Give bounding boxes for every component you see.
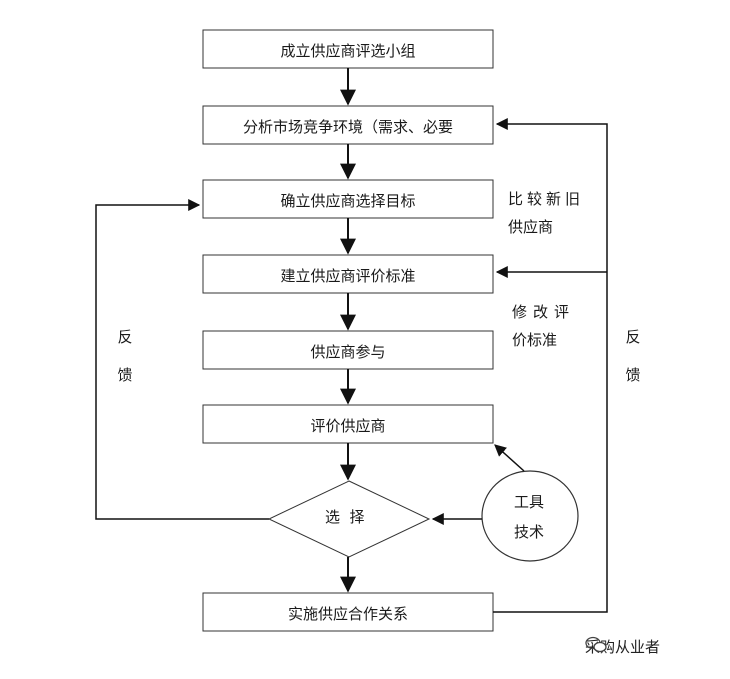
watermark-text: 采购从业者	[585, 638, 661, 656]
decision-label: 选 择	[325, 508, 365, 526]
step-box-2	[202, 105, 494, 145]
modify-note-line1: 修改评	[512, 303, 576, 321]
compare-note-line2: 供应商	[508, 218, 554, 236]
step-label-2: 分析市场竞争环境（需求、必要	[242, 118, 453, 136]
tool-label-line2: 技术	[514, 523, 545, 541]
step-label-3: 确立供应商选择目标	[280, 192, 416, 210]
left-feedback-line	[95, 199, 269, 520]
right-feedback-line	[493, 118, 608, 613]
step-label-7: 实施供应合作关系	[287, 605, 408, 623]
step-label-4: 建立供应商评价标准	[280, 267, 416, 285]
step-box-3	[202, 179, 494, 219]
modify-note-line2: 价标准	[512, 331, 558, 349]
right-feedback-label: 反馈	[625, 328, 641, 384]
step-label-5: 供应商参与	[310, 343, 386, 361]
watermark: 采购从业者	[585, 636, 660, 657]
compare-note-line1: 比较新旧	[508, 190, 585, 208]
left-feedback-label: 反馈	[117, 328, 133, 384]
chat-bubble-icon	[585, 636, 607, 653]
tool-label-line1: 工具	[514, 493, 545, 511]
step-box-7	[202, 592, 494, 632]
tool-circle	[481, 470, 579, 562]
step-label-6: 评价供应商	[310, 417, 386, 435]
step-box-6	[202, 404, 494, 444]
step-label-1: 成立供应商评选小组	[280, 42, 416, 60]
step-box-4	[202, 254, 494, 294]
step-box-1	[202, 29, 494, 69]
tool-to-evaluate-arrow	[494, 444, 525, 472]
